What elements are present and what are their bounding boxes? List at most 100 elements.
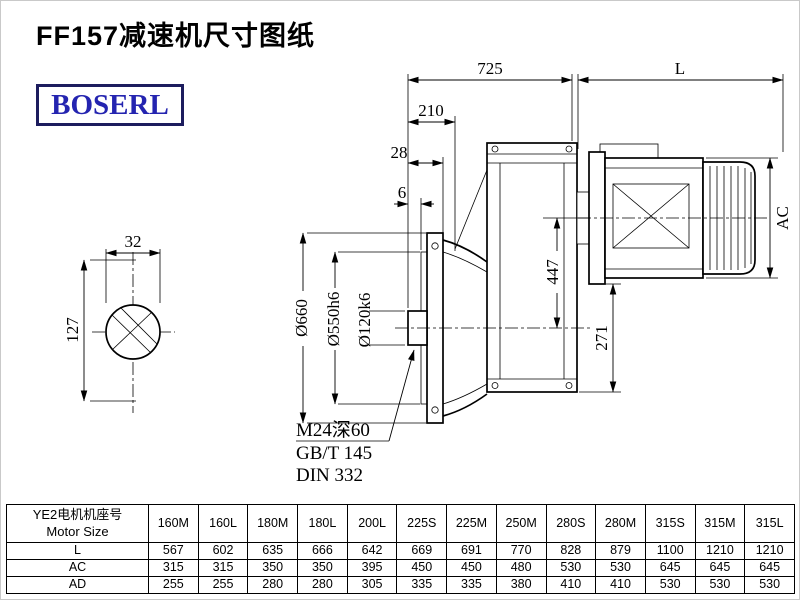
dimension-shaft-diameter: Ø120k6 xyxy=(355,293,405,348)
table-cell: 280 xyxy=(247,576,299,594)
table-cell: 1210 xyxy=(744,542,795,560)
table-cell: 567 xyxy=(148,542,199,560)
dim-label-210: 210 xyxy=(418,101,444,120)
brand-logo: BOSERL xyxy=(36,84,184,126)
dimension-28: 28 xyxy=(391,143,444,236)
motor-size-header: 315L xyxy=(744,504,795,543)
dim-label-32: 32 xyxy=(125,232,142,251)
dimension-spigot-diameter: Ø550h6 xyxy=(324,251,420,405)
table-corner-header: YE2电机机座号 Motor Size xyxy=(6,504,149,543)
dimension-flange-diameter: Ø660 xyxy=(292,232,426,424)
shaft-end-view xyxy=(92,252,175,413)
thread-callout: M24深60 GB/T 145 DIN 332 xyxy=(296,349,415,486)
row-label: AD xyxy=(6,576,149,594)
table-cell: 530 xyxy=(545,559,597,577)
table-cell: 305 xyxy=(346,576,398,594)
row-label: L xyxy=(6,542,149,560)
table-cell: 350 xyxy=(247,559,299,577)
motor xyxy=(576,143,756,285)
table-cell: 255 xyxy=(148,576,199,594)
table-cell: 530 xyxy=(644,576,696,594)
table-cell: 380 xyxy=(495,576,547,594)
table-cell: 350 xyxy=(297,559,348,577)
table-header-en: Motor Size xyxy=(46,523,109,539)
table-header-cn: YE2电机机座号 xyxy=(32,507,123,523)
motor-size-header: 200L xyxy=(346,504,398,543)
dim-label-L: L xyxy=(675,59,685,78)
motor-size-header: 280M xyxy=(595,504,646,543)
dia-label-550: Ø550h6 xyxy=(324,292,343,347)
dim-label-725: 725 xyxy=(477,59,503,78)
table-cell: 280 xyxy=(297,576,348,594)
dim-label-AC: AC xyxy=(773,206,792,230)
table-cell: 450 xyxy=(446,559,497,577)
dimension-127: 127 xyxy=(63,259,136,402)
dim-label-6: 6 xyxy=(398,183,407,202)
technical-drawing: 32 127 xyxy=(63,59,792,486)
dim-label-127: 127 xyxy=(63,317,82,343)
table-cell: 530 xyxy=(744,576,795,594)
table-cell: 770 xyxy=(495,542,547,560)
table-cell: 480 xyxy=(495,559,547,577)
table-cell: 828 xyxy=(545,542,597,560)
motor-size-header: 180L xyxy=(297,504,348,543)
table-cell: 315 xyxy=(197,559,249,577)
motor-size-header: 225S xyxy=(396,504,448,543)
table-cell: 335 xyxy=(446,576,497,594)
dimension-AC: AC xyxy=(706,157,792,279)
dimension-L: L xyxy=(577,59,784,152)
dimension-210: 210 xyxy=(407,101,456,251)
table-cell: 691 xyxy=(446,542,497,560)
brand-logo-text: BOSERL xyxy=(51,88,169,121)
dim-label-271: 271 xyxy=(592,325,611,351)
motor-size-header: 315S xyxy=(644,504,696,543)
motor-size-header: 315M xyxy=(694,504,746,543)
table-cell: 395 xyxy=(346,559,398,577)
thread-standard-gb: GB/T 145 xyxy=(296,443,372,464)
table-cell: 666 xyxy=(297,542,348,560)
motor-size-header: 160M xyxy=(148,504,199,543)
dimension-271: 271 xyxy=(579,283,621,393)
page-title: FF157减速机尺寸图纸 xyxy=(36,21,316,51)
dim-label-28: 28 xyxy=(391,143,408,162)
thread-standard-din: DIN 332 xyxy=(296,465,363,486)
table-cell: 1210 xyxy=(694,542,746,560)
table-cell: 645 xyxy=(694,559,746,577)
table-cell: 255 xyxy=(197,576,249,594)
dimension-725: 725 xyxy=(407,59,573,308)
dia-label-120: Ø120k6 xyxy=(355,293,374,348)
table-cell: 410 xyxy=(545,576,597,594)
table-cell: 642 xyxy=(346,542,398,560)
thread-spec: M24深60 xyxy=(296,419,370,441)
table-cell: 669 xyxy=(396,542,448,560)
dimension-447: 447 xyxy=(543,217,590,329)
table-cell: 530 xyxy=(595,559,646,577)
row-label: AC xyxy=(6,559,149,577)
motor-size-header: 250M xyxy=(495,504,547,543)
table-cell: 879 xyxy=(595,542,646,560)
motor-size-header: 160L xyxy=(197,504,249,543)
table-cell: 335 xyxy=(396,576,448,594)
table-cell: 410 xyxy=(595,576,646,594)
motor-size-header: 280S xyxy=(545,504,597,543)
table-cell: 645 xyxy=(744,559,795,577)
dimension-32: 32 xyxy=(105,232,161,303)
motor-size-header: 180M xyxy=(247,504,299,543)
table-cell: 602 xyxy=(197,542,249,560)
dimension-6: 6 xyxy=(394,183,434,250)
dia-label-660: Ø660 xyxy=(292,299,311,337)
table-cell: 315 xyxy=(148,559,199,577)
dim-label-447: 447 xyxy=(543,259,562,285)
table-cell: 635 xyxy=(247,542,299,560)
table-cell: 645 xyxy=(644,559,696,577)
motor-size-header: 225M xyxy=(446,504,497,543)
table-cell: 450 xyxy=(396,559,448,577)
table-cell: 530 xyxy=(694,576,746,594)
